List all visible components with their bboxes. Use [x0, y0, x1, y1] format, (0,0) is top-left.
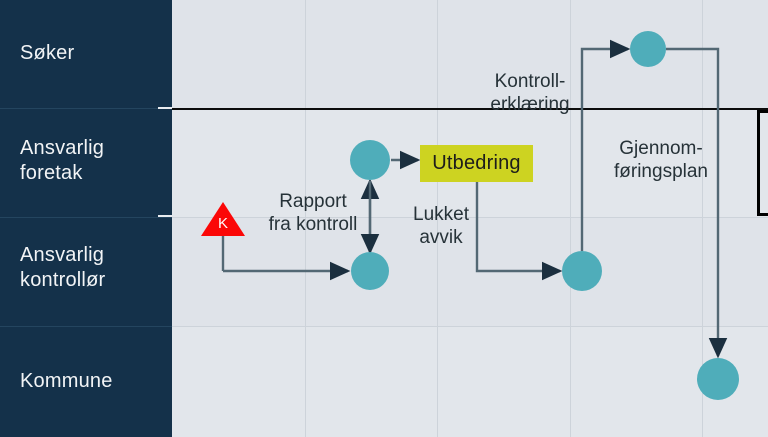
- sidebar-nub-1: [158, 107, 172, 109]
- label-gjennomforingsplan: Gjennom- føringsplan: [614, 138, 708, 182]
- lane-separator-2: [172, 217, 768, 218]
- lane-separator-3: [172, 326, 768, 327]
- gridline-vertical-1: [305, 0, 306, 437]
- sidebar-item-kommune[interactable]: Kommune: [20, 370, 113, 392]
- lukket-avvik-node[interactable]: [562, 251, 602, 291]
- utbedring-box[interactable]: Utbedring: [420, 145, 533, 182]
- gridline-vertical-2: [437, 0, 438, 437]
- sidebar-item-soker[interactable]: Søker: [20, 42, 75, 64]
- sidebar-item-ansvarlig-foretak[interactable]: Ansvarlig foretak: [20, 137, 105, 184]
- sidebar-divider-1: [0, 108, 172, 109]
- soker-node[interactable]: [630, 31, 666, 67]
- swimlane-sidebar: Søker Ansvarlig foretak Ansvarlig kontro…: [0, 0, 172, 437]
- right-bracket-annotation: [757, 110, 768, 216]
- label-kontrollerklaering: Kontroll- erklæring: [490, 71, 570, 115]
- sidebar-divider-3: [0, 326, 172, 327]
- sidebar-divider-2: [0, 217, 172, 218]
- kontroll-marker-label: K: [217, 215, 228, 232]
- sidebar-item-ansvarlig-kontrollor[interactable]: Ansvarlig kontrollør: [20, 244, 106, 291]
- lane-separator-strong: [172, 108, 768, 110]
- gridline-vertical-3: [570, 0, 571, 437]
- ansvarlig-foretak-node[interactable]: [350, 140, 390, 180]
- sidebar-nub-2: [158, 215, 172, 217]
- ansvarlig-kontrollor-node[interactable]: [351, 252, 389, 290]
- kommune-node[interactable]: [697, 358, 739, 400]
- warning-triangle-icon: [201, 202, 245, 236]
- label-lukket-avvik: Lukket avvik: [413, 204, 469, 248]
- label-rapport-fra-kontroll: Rapport fra kontroll: [268, 191, 358, 235]
- utbedring-box-label: Utbedring: [432, 152, 521, 174]
